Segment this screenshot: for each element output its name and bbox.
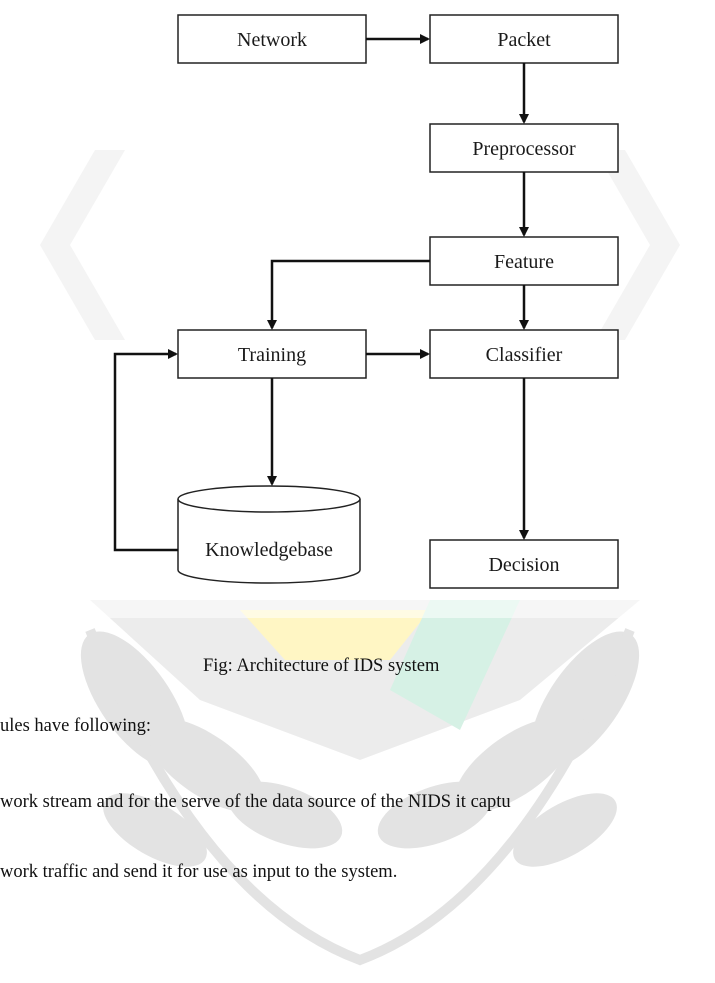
knowledgebase-cylinder	[177, 485, 361, 584]
figure-caption: Fig: Architecture of IDS system	[203, 656, 440, 676]
packet-label: Packet	[497, 29, 551, 51]
body-text-line: work traffic and send it for use as inpu…	[0, 862, 398, 882]
watermark-stem	[85, 628, 635, 966]
edge-feature-training	[267, 259, 430, 330]
decision-box	[429, 539, 619, 589]
preprocessor-label: Preprocessor	[472, 138, 576, 160]
watermark-green-band	[390, 600, 520, 730]
decision-label: Decision	[488, 554, 559, 576]
body-text-line: work stream and for the serve of the dat…	[0, 792, 511, 812]
knowledgebase-label: Knowledgebase	[205, 539, 333, 561]
watermark-yellow-band	[240, 610, 430, 660]
network-label: Network	[237, 29, 307, 51]
packet-box	[429, 14, 619, 64]
watermark-shield	[90, 600, 640, 760]
feature-label: Feature	[494, 251, 554, 273]
classifier-label: Classifier	[486, 344, 563, 366]
body-text-line: ules have following:	[0, 716, 152, 736]
preprocessor-box	[429, 123, 619, 173]
training-label: Training	[238, 344, 306, 366]
ids-architecture-diagram: Network Packet Preprocessor Feature Trai…	[113, 14, 619, 589]
edge-knowledgebase-training	[113, 349, 178, 552]
